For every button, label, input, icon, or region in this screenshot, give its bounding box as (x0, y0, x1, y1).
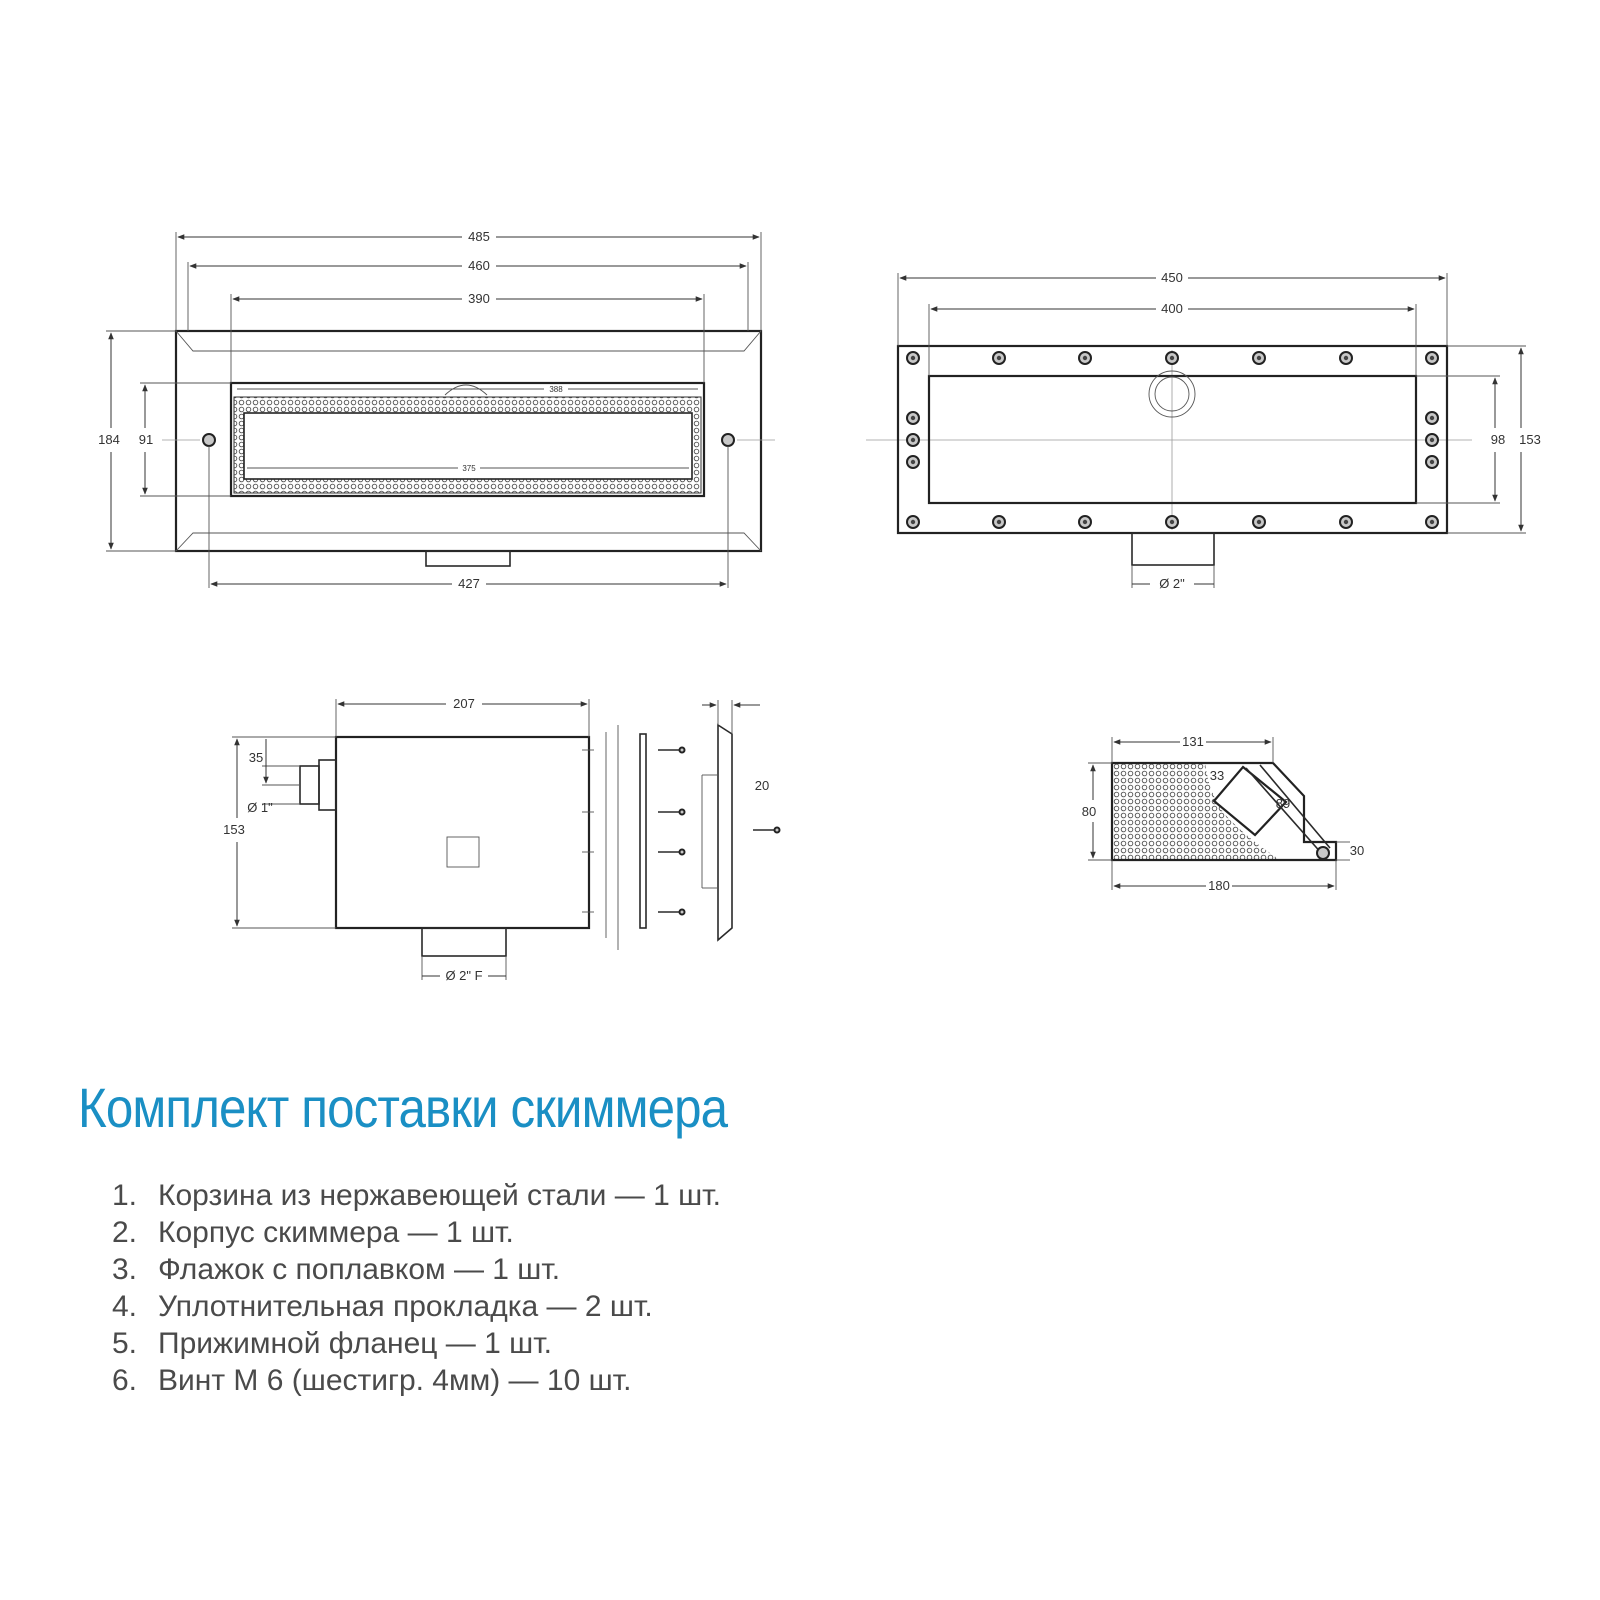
kit-list: 1. Корзина из нержавеющей стали — 1 шт. 2… (112, 1177, 721, 1399)
list-item: 1. Корзина из нержавеющей стали — 1 шт. (112, 1177, 721, 1214)
flange-screws-top (906, 351, 1439, 365)
dim-basket-bottom-length: 180 (1208, 878, 1230, 893)
dim-overall-width: 485 (468, 229, 490, 244)
list-item: 3. Флажок с поплавком — 1 шт. (112, 1251, 721, 1288)
list-item-number: 5. (112, 1327, 138, 1360)
dim-connector-offset: 35 (249, 750, 263, 765)
dim-overall-height: 184 (98, 432, 120, 447)
list-item-number: 1. (112, 1179, 138, 1212)
list-item-number: 3. (112, 1253, 138, 1286)
kit-title: Комплект поставки скиммера (78, 1076, 728, 1139)
flange-screws-bottom (906, 515, 1439, 529)
list-item-number: 6. (112, 1364, 138, 1397)
flange-view: 450 400 98 153 Ø 2" (866, 270, 1541, 591)
basket-view: 131 80 180 30 33 89 (1082, 734, 1364, 893)
list-item: 2. Корпус скиммера — 1 шт. (112, 1214, 721, 1251)
list-item-number: 2. (112, 1216, 138, 1249)
dim-body-height: 153 (223, 822, 245, 837)
dim-float-a: 33 (1210, 768, 1224, 783)
dim-connector-diameter: Ø 1" (247, 800, 273, 815)
flange-screws-sides (906, 411, 1439, 469)
front-view: 485 460 390 388 375 184 91 427 (98, 229, 775, 591)
dim-flange-opening-height: 98 (1491, 432, 1505, 447)
dim-basket-inner-width: 375 (462, 464, 476, 473)
list-item: 6. Винт М 6 (шестигр. 4мм) — 10 шт. (112, 1362, 721, 1399)
dim-flange-thickness: 20 (755, 778, 769, 793)
dim-outlet-diameter: Ø 2" F (445, 968, 482, 983)
technical-drawing: 485 460 390 388 375 184 91 427 (98, 229, 1541, 983)
list-item-text: Корзина из нержавеющей стали — 1 шт. (158, 1179, 721, 1212)
dim-flange-overall-height: 153 (1519, 432, 1541, 447)
dim-flange-overall-width: 450 (1161, 270, 1183, 285)
dim-basket-top-length: 131 (1182, 734, 1204, 749)
dim-opening-width: 390 (468, 291, 490, 306)
dim-basket-top-width: 388 (549, 385, 563, 394)
dim-float-b: 89 (1276, 796, 1290, 811)
side-view-screws (658, 746, 781, 916)
dim-flange-outlet-diameter: Ø 2" (1159, 576, 1185, 591)
dim-basket-height: 80 (1082, 804, 1096, 819)
list-item-text: Винт М 6 (шестигр. 4мм) — 10 шт. (158, 1364, 632, 1397)
dim-hole-spacing: 427 (458, 576, 480, 591)
list-item: 5. Прижимной фланец — 1 шт. (112, 1325, 721, 1362)
list-item-number: 4. (112, 1290, 138, 1323)
list-item-text: Прижимной фланец — 1 шт. (158, 1327, 552, 1360)
list-item-text: Корпус скиммера — 1 шт. (158, 1216, 514, 1249)
list-item: 4. Уплотнительная прокладка — 2 шт. (112, 1288, 721, 1325)
dim-body-depth: 207 (453, 696, 475, 711)
side-view: 207 35 Ø 1" 153 Ø 2" F 20 (223, 696, 781, 983)
list-item-text: Уплотнительная прокладка — 2 шт. (158, 1290, 653, 1323)
dim-opening-height: 91 (139, 432, 153, 447)
dim-flange-opening-width: 400 (1161, 301, 1183, 316)
dim-basket-step-height: 30 (1350, 843, 1364, 858)
list-item-text: Флажок с поплавком — 1 шт. (158, 1253, 561, 1286)
dim-frame-width: 460 (468, 258, 490, 273)
